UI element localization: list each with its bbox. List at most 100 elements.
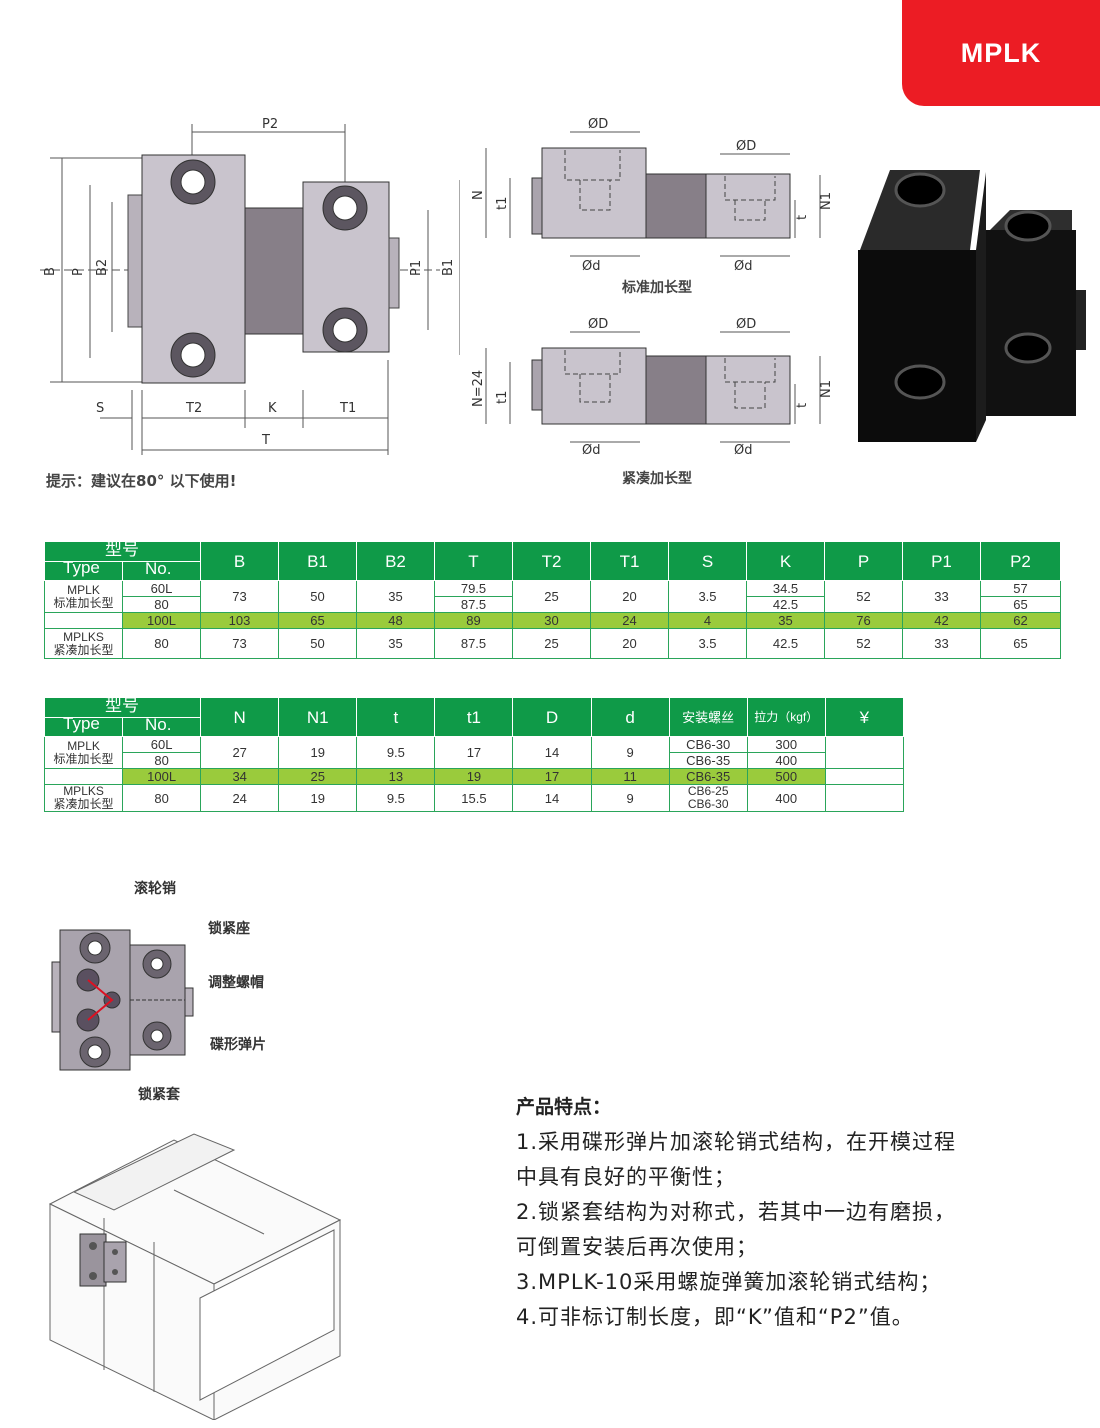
cell: 17: [434, 736, 514, 769]
cell: CB6-30: [668, 736, 748, 753]
cell: 50: [278, 628, 357, 659]
label-adjust-nut: 调整螺帽: [208, 975, 264, 991]
cell: 35: [356, 580, 435, 613]
cell: 25: [278, 768, 358, 785]
cell: 17: [512, 768, 592, 785]
cell: 65: [980, 628, 1061, 659]
cell: 65: [980, 596, 1061, 613]
dimension-table: 型号 Type No. B B1 B2 T T2 T1 S K P P1 P2 …: [44, 541, 1061, 659]
cell: 79.5: [434, 580, 513, 597]
cell: CB6-35: [668, 768, 748, 785]
col-header-k: K: [746, 541, 825, 581]
caption-standard: 标准加长型: [622, 280, 692, 296]
dim-d-4: Ød: [734, 443, 752, 458]
usage-tip: 提示：建议在80° 以下使用!: [46, 472, 237, 490]
dim-n24: N=24: [471, 370, 486, 407]
cell: 60L: [122, 736, 202, 753]
cell: 80: [122, 628, 201, 659]
feature-line: 1.采用碟形弹片加滚轮销式结构，在开模过程: [516, 1130, 957, 1154]
dim-od-2: ØD: [736, 139, 756, 154]
dim-t1-compact: t1: [495, 391, 510, 404]
cell: 500: [746, 768, 826, 785]
cell: 9: [590, 784, 670, 812]
cell: 80: [122, 596, 201, 613]
features-title: 产品特点：: [516, 1096, 612, 1118]
cell: 100L: [122, 612, 201, 629]
cell: 19: [434, 768, 514, 785]
cell: 4: [668, 612, 747, 629]
cell: 57: [980, 580, 1061, 597]
dim-od-3: ØD: [588, 317, 608, 332]
cell: 35: [356, 628, 435, 659]
col-header-p2: P2: [980, 541, 1061, 581]
cell: 73: [200, 628, 279, 659]
cell: 73: [200, 580, 279, 613]
cell: 3.5: [668, 628, 747, 659]
product-photo: [858, 170, 1086, 442]
cell: 52: [824, 580, 903, 613]
dim-p: P: [71, 268, 86, 276]
cell: 33: [902, 628, 981, 659]
label-lock-seat: 锁紧座: [208, 921, 250, 937]
side-view-compact-drawing: ØD ØD Ød Ød N=24 t1 t N1: [471, 317, 834, 458]
dim-n1-compact: N1: [819, 380, 834, 398]
cell: 3.5: [668, 580, 747, 613]
table-row-highlight: 100L 103 65 48 89 30 24 4 35 76 42 62: [44, 612, 1061, 629]
col-header-price: ¥: [824, 697, 905, 737]
label-lock-sleeve: 锁紧套: [138, 1087, 180, 1103]
cell: 20: [590, 580, 669, 613]
cell: 62: [980, 612, 1061, 629]
feature-line: 3.MPLK-10采用螺旋弹簧加滚轮销式结构；: [516, 1270, 942, 1294]
dim-b1: B1: [441, 259, 456, 276]
col-header-n: N: [200, 697, 280, 737]
col-header-p1: P1: [902, 541, 981, 581]
col-header-n1: N1: [278, 697, 358, 737]
cell: 19: [278, 736, 358, 769]
dim-od-1: ØD: [588, 117, 608, 132]
cell: 76: [824, 612, 903, 629]
cell: 13: [356, 768, 436, 785]
cell: 80: [122, 752, 202, 769]
cell: 25: [512, 628, 591, 659]
cell: 15.5: [434, 784, 514, 812]
dim-s: S: [96, 401, 104, 416]
dim-t-compact: t: [795, 403, 810, 408]
col-header-b2: B2: [356, 541, 435, 581]
feature-line: 4.可非标订制长度，即“K”值和“P2”值。: [516, 1305, 914, 1329]
cell: 9.5: [356, 784, 436, 812]
feature-line: 中具有良好的平衡性；: [516, 1165, 736, 1189]
cell: 25: [512, 580, 591, 613]
cell: 87.5: [434, 628, 513, 659]
col-header-d-small: d: [590, 697, 670, 737]
cell: 42: [902, 612, 981, 629]
type-header-2: 型号 Type No.: [43, 697, 202, 737]
cell: 9: [590, 736, 670, 769]
cell: 60L: [122, 580, 201, 597]
cell: 19: [278, 784, 358, 812]
cell: 9.5: [356, 736, 436, 769]
dim-b: B: [43, 267, 58, 276]
label-roller-pin: 滚轮销: [134, 881, 176, 897]
dim-d-3: Ød: [582, 443, 600, 458]
spec-table: 型号 Type No. N N1 t t1 D d 安装螺丝 拉力（kgf） ¥…: [43, 697, 905, 812]
cell: 27: [200, 736, 280, 769]
cell: 42.5: [746, 628, 825, 659]
product-features: 产品特点： 1.采用碟形弹片加滚轮销式结构，在开模过程 中具有良好的平衡性； 2…: [516, 1092, 1056, 1335]
dim-t1: T1: [339, 401, 356, 416]
xinghao-label: 型号: [105, 541, 139, 559]
dim-p1: P1: [409, 260, 424, 276]
cell: 65: [278, 612, 357, 629]
table-row: 80 CB6-35 400: [45, 752, 904, 769]
col-header-s: S: [668, 541, 747, 581]
cell: 52: [824, 628, 903, 659]
col-header-force: 拉力（kgf）: [746, 697, 826, 737]
dim-t: T: [261, 433, 270, 448]
type-header: 型号 Type No.: [44, 541, 201, 581]
cell: 300: [746, 736, 826, 753]
col-header-p: P: [824, 541, 903, 581]
cell: [824, 784, 905, 812]
